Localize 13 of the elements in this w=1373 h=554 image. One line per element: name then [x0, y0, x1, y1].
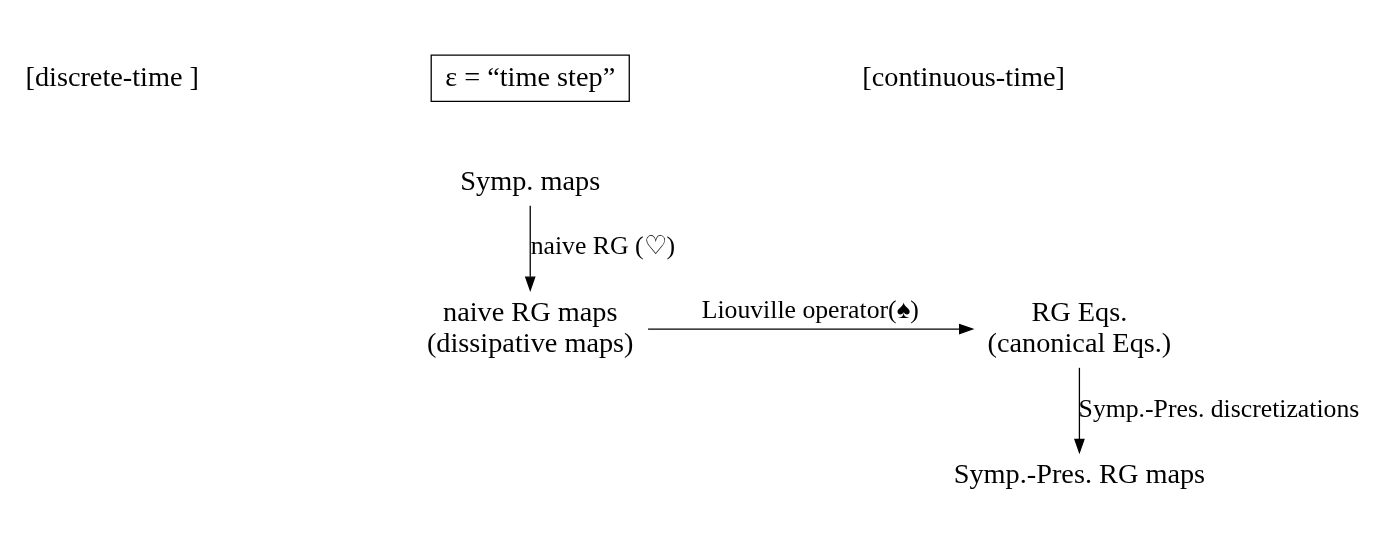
- edge-label: naive RG (♡): [530, 231, 676, 261]
- node-text: Symp. maps: [460, 164, 601, 196]
- arrow: [647, 323, 975, 335]
- node-text: Symp.-Pres. RG maps: [953, 457, 1206, 489]
- edge-label: Liouville operator(♠): [701, 294, 919, 324]
- label: [discrete-time ]: [25, 60, 200, 92]
- label: [continuous-time]: [862, 60, 1065, 92]
- node-text: naive RG maps (dissipative maps): [426, 295, 634, 358]
- edge-label: Symp.-Pres. discretizations: [1078, 393, 1360, 423]
- arrow: [524, 205, 536, 292]
- node-text: RG Eqs. (canonical Eqs.): [987, 295, 1172, 358]
- arrow: [1074, 367, 1085, 455]
- node-box: ε = “time step”: [430, 54, 630, 103]
